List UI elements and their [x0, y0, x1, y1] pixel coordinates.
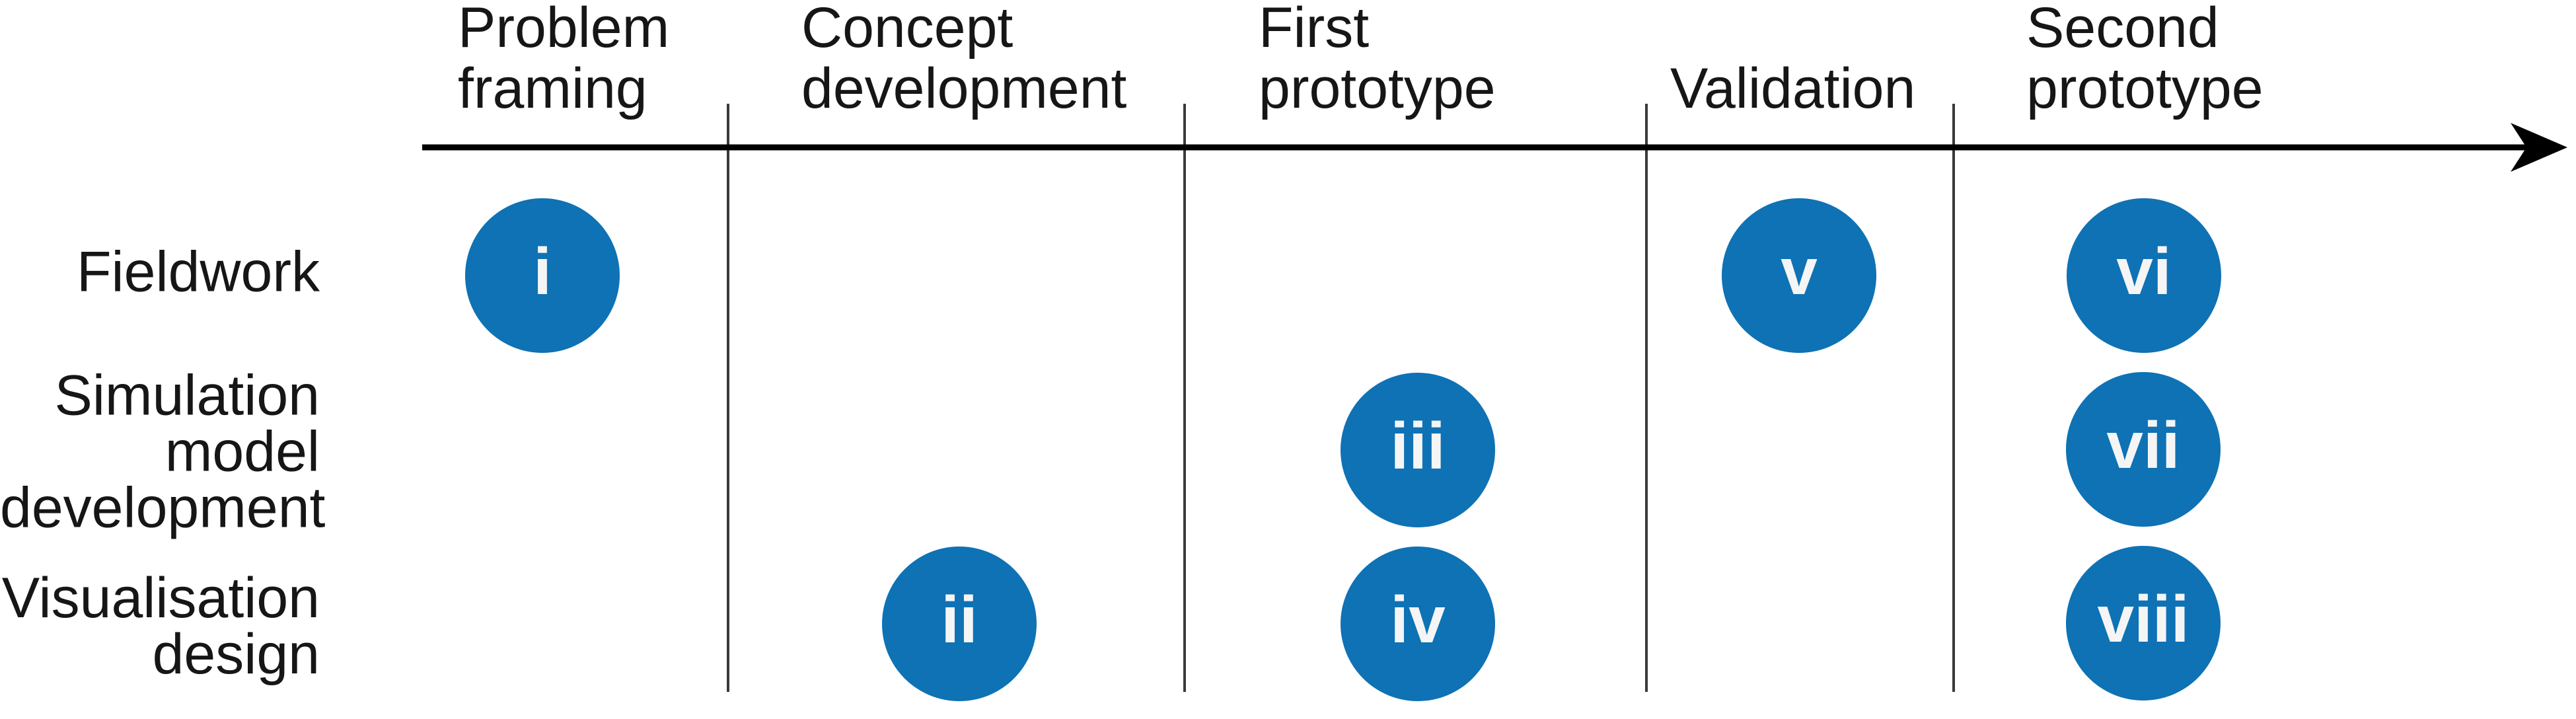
phase-label-line: Second — [2026, 0, 2219, 59]
marker-numeral: viii — [2097, 582, 2190, 656]
row-label-fieldwork: Fieldwork — [0, 240, 320, 304]
marker-numeral: vii — [2106, 408, 2180, 482]
marker-numeral: ii — [941, 582, 978, 657]
marker-circle-v: v — [1722, 198, 1876, 353]
marker-circle-vii: vii — [2066, 372, 2221, 527]
marker-numeral: vi — [2116, 234, 2172, 309]
row-label-line: Visualisation — [1, 566, 320, 630]
marker-numeral: iv — [1390, 582, 1446, 657]
marker-circle-iv: iv — [1341, 547, 1495, 701]
marker-circle-vi: vi — [2067, 198, 2221, 353]
phase-label-validation: Validation — [1670, 0, 1915, 119]
phase-label-line: development — [801, 57, 1127, 120]
phase-label-line: Validation — [1670, 57, 1916, 120]
row-label-line: design — [152, 623, 320, 686]
marker-circle-ii: ii — [882, 547, 1037, 701]
marker-numeral: iii — [1390, 408, 1446, 483]
marker-circle-viii: viii — [2066, 546, 2221, 700]
row-label-line: model — [165, 420, 320, 484]
marker-numeral: v — [1781, 234, 1818, 309]
phase-label-line: First — [1259, 0, 1370, 59]
row-label-line: Simulation — [54, 363, 320, 428]
marker-circle-i: i — [465, 198, 620, 353]
timeline-arrowhead-icon — [2511, 123, 2567, 172]
phase-label-line: Problem — [458, 0, 670, 59]
marker-numeral: i — [533, 234, 552, 309]
marker-circle-iii: iii — [1341, 373, 1495, 527]
phase-label-line: prototype — [1259, 57, 1496, 120]
row-label-line: development — [0, 476, 326, 540]
phase-label-line: prototype — [2026, 57, 2263, 120]
phase-label-line: framing — [458, 57, 647, 120]
phase-label-line: Concept — [801, 0, 1013, 59]
row-label-line: Fieldwork — [77, 240, 320, 304]
